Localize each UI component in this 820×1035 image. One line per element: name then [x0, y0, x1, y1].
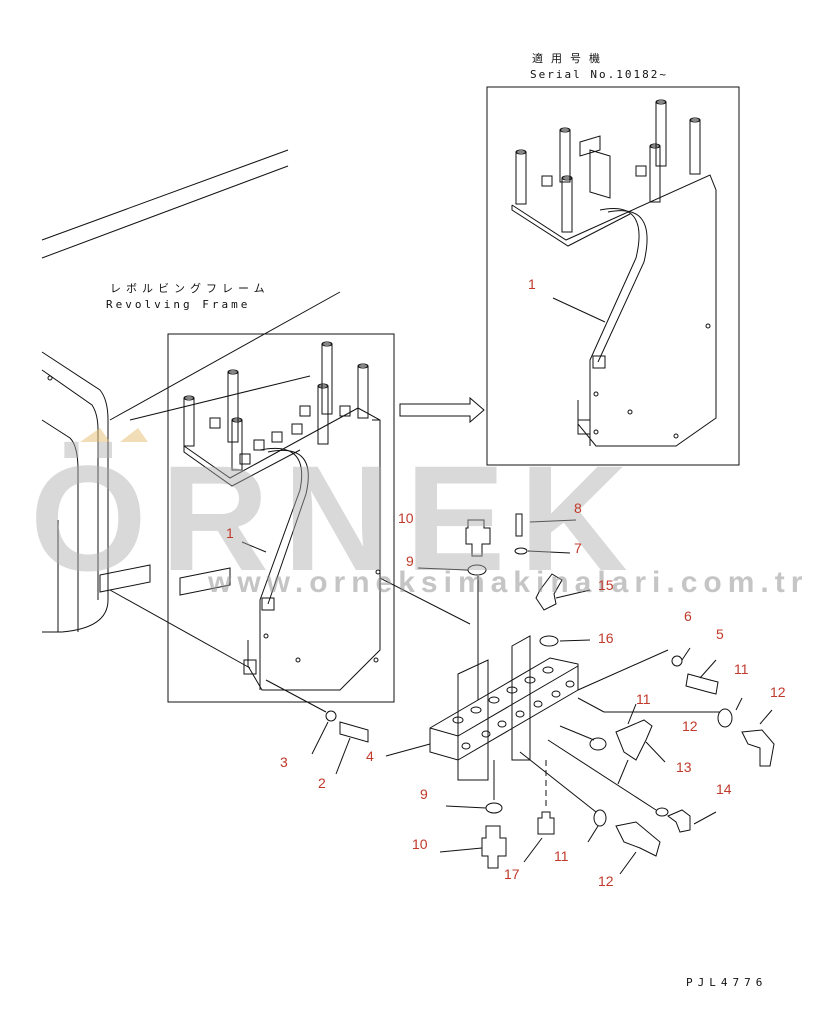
callout-9-bottom: 9 — [420, 786, 428, 802]
callout-15: 15 — [598, 577, 614, 593]
drawing-code: PJL4776 — [686, 976, 768, 989]
rail-line — [41, 165, 289, 259]
callout-5: 5 — [716, 626, 724, 642]
leader-line — [552, 297, 606, 323]
callout-8: 8 — [574, 500, 582, 516]
detail-arrow — [399, 396, 485, 424]
callout-17: 17 — [504, 866, 520, 882]
callout-2: 2 — [318, 775, 326, 791]
callout-1-inset: 1 — [528, 276, 536, 292]
callout-11-a: 11 — [734, 661, 749, 677]
callout-10-bottom: 10 — [412, 836, 428, 852]
revolving-frame — [41, 351, 231, 633]
callout-12-b: 12 — [682, 718, 698, 734]
watermark-brand: ÖRNEK — [30, 434, 642, 602]
callout-9-top: 9 — [406, 553, 414, 569]
callout-12-c: 12 — [598, 873, 614, 889]
frame-label-en: Revolving Frame — [106, 298, 251, 311]
bracket-inset — [511, 99, 717, 447]
callout-1-main: 1 — [226, 525, 234, 541]
callout-4: 4 — [366, 748, 374, 764]
watermark-logo-shape — [80, 428, 148, 442]
callout-7: 7 — [574, 540, 582, 556]
frame-label-jp: レボルビングフレーム — [110, 282, 270, 295]
leader-line — [109, 291, 341, 421]
fittings — [109, 513, 775, 875]
callout-16: 16 — [598, 630, 614, 646]
callout-10-top: 10 — [398, 510, 414, 526]
callout-6: 6 — [684, 608, 692, 624]
callout-3: 3 — [280, 754, 288, 770]
main-detail-frame — [167, 333, 395, 703]
callout-14: 14 — [716, 781, 732, 797]
manifold-block — [429, 635, 579, 781]
callout-13: 13 — [676, 759, 692, 775]
serial-number: Serial No.10182~ — [530, 68, 668, 81]
watermark-site: www.orneksimakinalari.com.tr — [208, 566, 809, 599]
callout-11-b: 11 — [636, 691, 651, 707]
callout-11-c: 11 — [554, 848, 569, 864]
bracket-main — [183, 341, 381, 691]
callout-12-a: 12 — [770, 684, 786, 700]
inset-detail-frame — [486, 86, 740, 466]
rail-line — [41, 149, 289, 241]
applicable-serial-jp: 適用号機 — [532, 52, 608, 65]
